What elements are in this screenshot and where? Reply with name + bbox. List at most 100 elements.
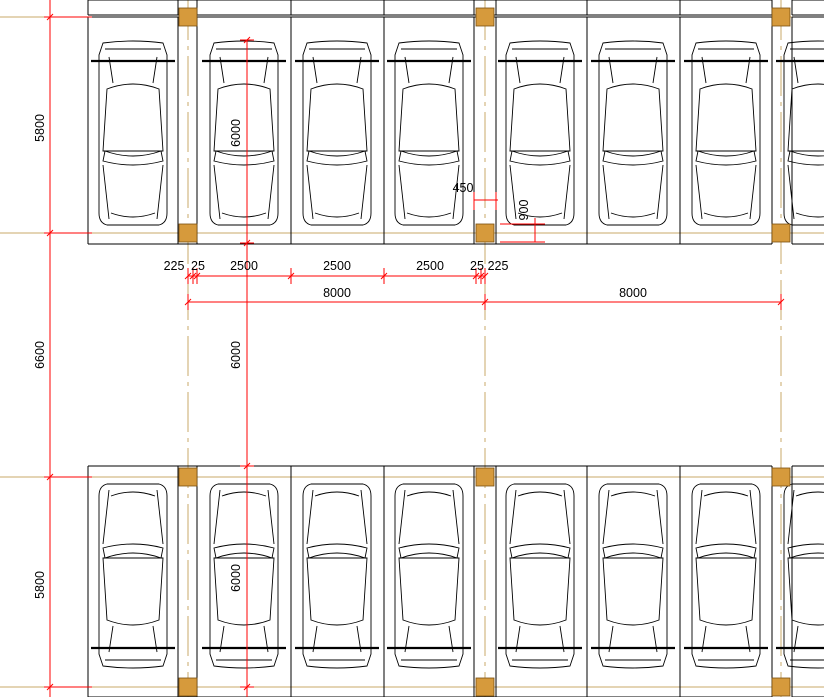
car-windshield xyxy=(306,557,368,626)
dimension-tick xyxy=(481,272,489,280)
car-rear-lines xyxy=(509,164,571,220)
dim-top-stall-length: 6000 xyxy=(229,119,243,147)
car-trunk xyxy=(610,212,656,218)
dim-stall-width-3: 2500 xyxy=(416,259,444,273)
car-rear-lines xyxy=(602,164,664,220)
car-rear-lines xyxy=(695,489,757,545)
dim-aisle-width: 6600 xyxy=(33,341,47,369)
car-body xyxy=(209,40,279,226)
car-windshield xyxy=(509,557,571,626)
car-roof-edge xyxy=(509,543,571,559)
dim-bay-span-1: 8000 xyxy=(323,286,351,300)
car xyxy=(684,40,768,226)
car-roof-edge xyxy=(213,150,275,166)
car-body xyxy=(783,40,824,226)
car-roof-edge xyxy=(102,543,164,559)
dimension-tick xyxy=(193,272,201,280)
column xyxy=(771,7,791,27)
car-roof-edge xyxy=(509,150,571,166)
car-windshield xyxy=(787,557,824,626)
car-windshield xyxy=(787,83,824,152)
dim-edge-225-left: 225 xyxy=(164,259,185,273)
car-body xyxy=(691,483,761,669)
car xyxy=(498,40,582,226)
dimension-tick xyxy=(46,229,54,237)
dim-offset-900: 900 xyxy=(517,200,531,221)
car-roof-edge xyxy=(695,150,757,166)
column xyxy=(475,467,495,487)
car-windshield xyxy=(306,83,368,152)
dimension-tick xyxy=(287,272,295,280)
car-roof-edge xyxy=(787,150,824,166)
car-body xyxy=(98,483,168,669)
dim-bay-span-2: 8000 xyxy=(619,286,647,300)
car-trunk xyxy=(406,491,452,497)
car-body xyxy=(394,40,464,226)
car xyxy=(202,40,286,226)
car-rear-lines xyxy=(102,164,164,220)
dimension-tick xyxy=(477,272,485,280)
car xyxy=(591,483,675,669)
car-rear-lines xyxy=(695,164,757,220)
car-rear-lines xyxy=(398,164,460,220)
column xyxy=(178,7,198,27)
column xyxy=(475,677,495,697)
column xyxy=(771,223,791,243)
dim-edge-25-right: 25 xyxy=(470,259,484,273)
car-trunk xyxy=(517,212,563,218)
car-body xyxy=(302,483,372,669)
car-windshield xyxy=(695,83,757,152)
car-body xyxy=(598,40,668,226)
car-windshield xyxy=(695,557,757,626)
column xyxy=(771,677,791,697)
car-roof-edge xyxy=(602,150,664,166)
dimension-tick xyxy=(46,473,54,481)
car-roof-edge xyxy=(398,150,460,166)
car xyxy=(387,40,471,226)
column xyxy=(475,223,495,243)
car xyxy=(776,40,824,226)
car-roof-edge xyxy=(213,543,275,559)
car-windshield xyxy=(602,83,664,152)
dimension-tick xyxy=(243,239,251,247)
car-body xyxy=(302,40,372,226)
car-rear-lines xyxy=(398,489,460,545)
car-windshield xyxy=(213,557,275,626)
car-body xyxy=(598,483,668,669)
dimension-tick xyxy=(46,683,54,691)
car-rear-lines xyxy=(787,489,795,545)
car-trunk xyxy=(221,212,267,218)
dimension-tick xyxy=(243,683,251,691)
column xyxy=(771,467,791,487)
dimension-tick xyxy=(472,272,480,280)
car-trunk xyxy=(110,212,156,218)
car-trunk xyxy=(795,212,824,218)
car xyxy=(776,483,824,669)
car-rear-lines xyxy=(306,164,368,220)
car-roof-edge xyxy=(695,543,757,559)
car-rear-lines xyxy=(602,489,664,545)
car-windshield xyxy=(602,557,664,626)
dim-stall-width-1: 2500 xyxy=(230,259,258,273)
car xyxy=(91,40,175,226)
dimension-tick xyxy=(46,13,54,21)
column xyxy=(475,7,495,27)
car-trunk xyxy=(703,491,749,497)
car-roof-edge xyxy=(398,543,460,559)
dimension-tick xyxy=(184,298,192,306)
dim-aisle-length: 6000 xyxy=(229,341,243,369)
column xyxy=(178,223,198,243)
dimension-tick xyxy=(184,272,192,280)
car-roof-edge xyxy=(602,543,664,559)
dimension-lines xyxy=(44,0,785,697)
car-body xyxy=(691,40,761,226)
car-roof-edge xyxy=(306,543,368,559)
car-trunk xyxy=(110,491,156,497)
dimension-tick xyxy=(243,462,251,470)
car-windshield xyxy=(213,83,275,152)
dim-stall-width-2: 2500 xyxy=(323,259,351,273)
dim-edge-25-left: 25 xyxy=(191,259,205,273)
car xyxy=(295,40,379,226)
dim-bottom-stall-length: 6000 xyxy=(229,564,243,592)
